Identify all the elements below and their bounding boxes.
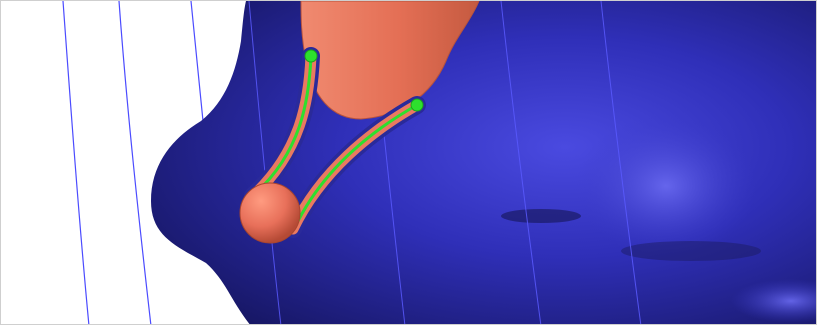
contour-line bbox=[600, 1, 642, 324]
surface-shadow bbox=[501, 209, 581, 223]
surface-shadow bbox=[621, 241, 761, 261]
green-path-curve[interactable] bbox=[254, 55, 313, 195]
contour-lines-surface bbox=[248, 1, 642, 324]
surface-highlight bbox=[576, 116, 756, 256]
contour-line bbox=[500, 1, 542, 324]
green-path-curve[interactable] bbox=[293, 103, 418, 228]
green-control-point[interactable] bbox=[410, 98, 424, 112]
contour-line bbox=[62, 1, 90, 324]
green-control-point[interactable] bbox=[304, 49, 318, 63]
contour-line bbox=[248, 1, 282, 324]
surface-highlight bbox=[731, 279, 816, 323]
contour-line bbox=[118, 1, 152, 324]
salmon-sphere[interactable] bbox=[239, 182, 301, 244]
